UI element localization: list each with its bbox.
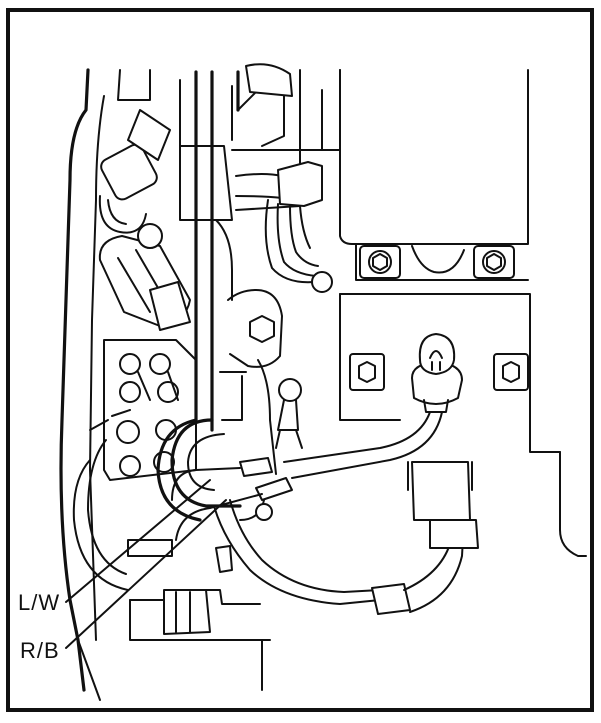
vertical-pipes: [179, 70, 240, 432]
center-terminal: [257, 359, 303, 475]
upper-bolts: [359, 245, 515, 279]
label-lw: L/W: [18, 590, 61, 615]
left-connector-block: [98, 223, 191, 331]
center-bracket: [215, 219, 283, 421]
top-left-clamp: [98, 109, 171, 234]
bottom-connector: [127, 499, 273, 691]
engine-cover-upper: [321, 69, 529, 281]
diagram-frame: [6, 8, 594, 712]
label-leaders: [65, 479, 227, 649]
upper-harness: [235, 161, 333, 293]
junction-box: [103, 339, 197, 481]
lamp-mount-plate: [339, 293, 587, 557]
chassis-left-edge: [59, 68, 151, 701]
label-rb: R/B: [20, 638, 60, 663]
lamp-wires: [171, 411, 443, 541]
bulb-socket: [411, 333, 463, 413]
lower-harness: [213, 461, 479, 615]
